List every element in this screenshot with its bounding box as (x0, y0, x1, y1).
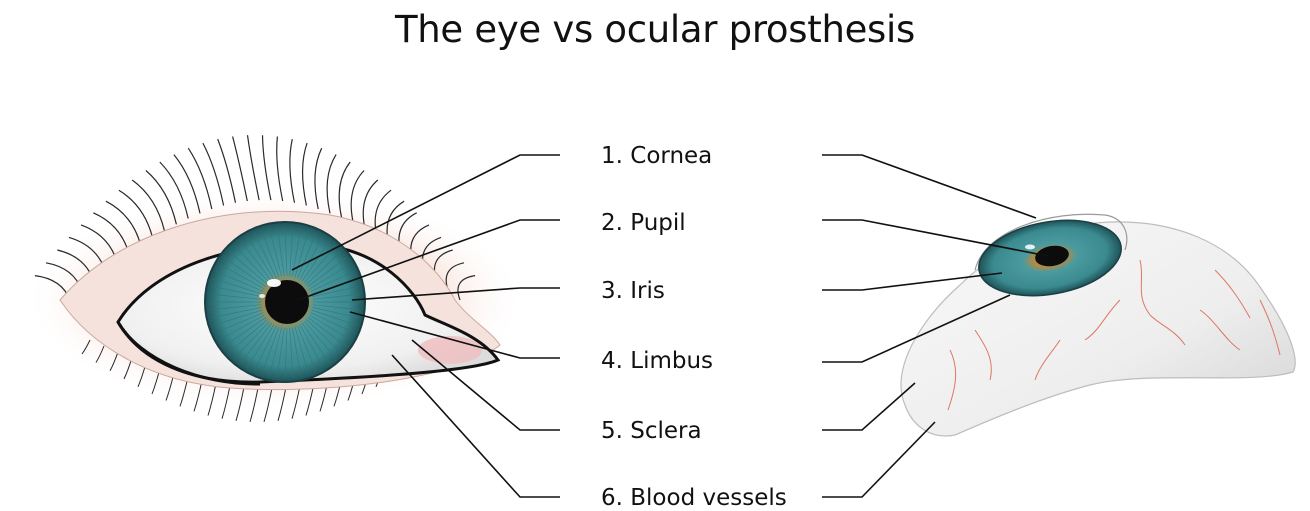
leader-right-cornea (822, 155, 1036, 218)
ocular-prosthesis-illustration (901, 210, 1295, 436)
label-limbus: 4. Limbus (601, 348, 713, 374)
cornea-highlight-small (259, 294, 265, 298)
prosthesis-highlight (1025, 245, 1035, 250)
cornea-highlight (267, 279, 281, 287)
labels: 1. Cornea 2. Pupil 3. Iris 4. Limbus 5. … (601, 143, 787, 511)
label-blood-vessels: 6. Blood vessels (601, 485, 787, 511)
eyelash (248, 135, 260, 200)
label-iris: 3. Iris (601, 278, 665, 304)
natural-eye-illustration (25, 135, 525, 422)
leader-right-blood-vessels (822, 422, 935, 497)
label-sclera: 5. Sclera (601, 418, 702, 444)
label-pupil: 2. Pupil (601, 210, 686, 236)
label-cornea: 1. Cornea (601, 143, 712, 169)
caruncle (418, 336, 482, 364)
